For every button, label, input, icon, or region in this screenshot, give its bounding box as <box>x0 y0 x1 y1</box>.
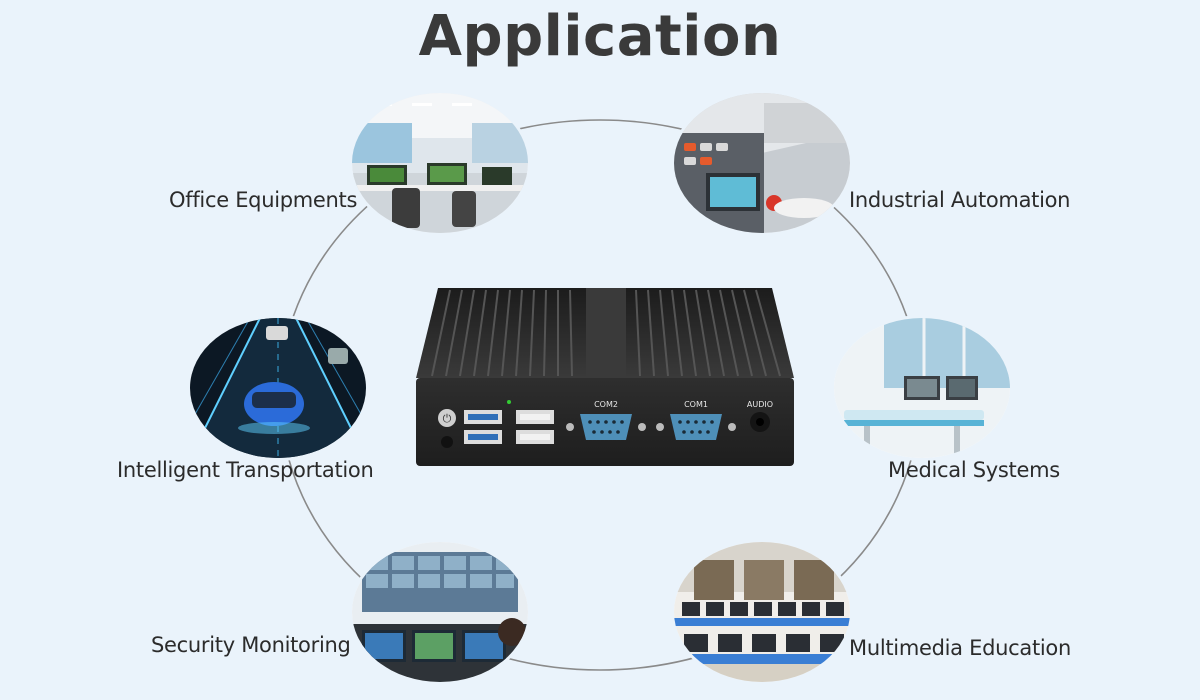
industrial-image <box>674 93 850 233</box>
label-medical-systems: Medical Systems <box>888 458 1060 482</box>
power-button-icon[interactable] <box>438 409 456 427</box>
mini-pc-device: ⏻ COM2 COM1 AUDIO <box>416 288 794 466</box>
usb3-ports <box>464 410 502 444</box>
com1-port <box>656 414 736 440</box>
usb2-ports <box>516 410 554 444</box>
transportation-image <box>190 318 366 458</box>
label-industrial-automation: Industrial Automation <box>849 188 1071 212</box>
com2-port <box>566 414 646 440</box>
security-image <box>352 542 528 682</box>
svg-text:⏻: ⏻ <box>443 412 452 425</box>
label-intelligent-transportation: Intelligent Transportation <box>117 458 374 482</box>
page-title: Application <box>418 4 782 69</box>
education-image <box>674 542 850 682</box>
label-multimedia-education: Multimedia Education <box>849 636 1071 660</box>
com2-label: COM2 <box>594 400 618 409</box>
label-security-monitoring: Security Monitoring <box>151 633 351 657</box>
audio-label: AUDIO <box>747 400 773 409</box>
com1-label: COM1 <box>684 400 708 409</box>
label-office-equipments: Office Equipments <box>169 188 358 212</box>
office-image <box>352 93 528 233</box>
medical-image <box>834 318 1010 458</box>
